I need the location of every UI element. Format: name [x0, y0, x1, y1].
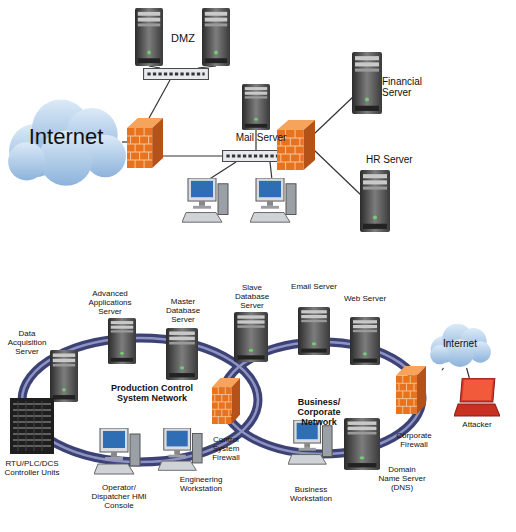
zone-label: DMZ [168, 32, 198, 44]
controller-node: RTU/PLC/DCS Controller Units [2, 398, 62, 490]
workstation-icon [158, 428, 204, 474]
workstation-icon-part [182, 178, 228, 222]
server-node: Domain Name Server (DNS) [342, 418, 426, 508]
network-wire [122, 66, 362, 196]
node-label: Email Server [290, 283, 338, 292]
node-label: Internet [428, 338, 492, 349]
server-node: HR Server [352, 152, 422, 234]
attacker-node: Attacker [450, 378, 504, 434]
network-wire-part [270, 162, 272, 180]
node-label: Slave Database Server [226, 284, 278, 310]
network-switch [144, 69, 288, 162]
rack-shape [10, 398, 54, 454]
firewall-icon [396, 366, 426, 414]
network-wire-part [148, 80, 170, 120]
tower-shape [344, 418, 380, 470]
tower-icon [242, 84, 270, 130]
tower-icon [360, 170, 390, 232]
server-node: Email Server [290, 283, 338, 357]
node-label: Domain Name Server (DNS) [378, 466, 426, 492]
node-label: Advanced Applications Server [78, 290, 142, 316]
firewall-icon-part [277, 120, 315, 170]
network-wire-part [149, 66, 160, 68]
tower-icon [50, 350, 78, 402]
firewall-icon [127, 118, 315, 170]
workstation-node: Engineering Workstation [158, 428, 230, 498]
workstation-shape [94, 428, 140, 474]
cloud-node: Internet [428, 320, 492, 368]
network-link [467, 368, 470, 378]
workstation-node: Operator/ Dispatcher HMI Console [90, 428, 148, 526]
network-wire-part [314, 96, 354, 134]
tower-shape [350, 317, 380, 365]
server-icon-part [135, 8, 163, 66]
tower-icon [166, 328, 198, 380]
server-node: Slave Database Server [226, 284, 278, 364]
network-label: Business/ Corporate Network [286, 398, 352, 428]
network-link [442, 368, 444, 370]
node-label: Corporate Firewall [386, 432, 442, 450]
node-label: Operator/ Dispatcher HMI Console [90, 484, 148, 510]
server-node: Advanced Applications Server [78, 290, 142, 364]
firewall-node: Control System Firewall [203, 378, 249, 470]
node-label: Internet [4, 125, 128, 149]
tower-icon [350, 317, 380, 365]
network-wire-part [198, 66, 216, 68]
tower-icon [234, 312, 268, 362]
node-label: Financial Server [382, 76, 432, 98]
server-icon-part [202, 8, 230, 66]
rack-icon [10, 398, 54, 454]
cloud-node: Internet [4, 92, 128, 188]
tower-shape [108, 318, 136, 364]
network-wire-part [314, 150, 362, 196]
server-icon [135, 8, 230, 66]
network-switch-part [144, 69, 209, 80]
tower-shape [352, 52, 382, 114]
tower-shape [166, 328, 198, 380]
workstation-icon-part [250, 178, 296, 222]
node-label: Attacker [450, 421, 504, 430]
tower-shape [360, 170, 390, 232]
firewall-node: Corporate Firewall [386, 366, 442, 456]
firewall-shape [396, 366, 426, 414]
laptop-shape [454, 378, 500, 416]
tower-icon [298, 307, 330, 355]
network-wire-part [208, 162, 236, 180]
node-label: Engineering Workstation [172, 476, 230, 494]
node-label: RTU/PLC/DCS Controller Units [2, 460, 62, 478]
network-wire-part [162, 155, 222, 156]
firewall-icon-part [127, 118, 163, 168]
node-label: Data Acquisition Server [2, 330, 52, 356]
network-label: Production Control System Network [110, 384, 194, 404]
tower-shape [50, 350, 78, 402]
server-node: Mail Server [226, 84, 296, 146]
node-label: Web Server [342, 295, 388, 304]
tower-icon [108, 318, 136, 364]
laptop-icon [454, 378, 500, 418]
workstation-shape [158, 428, 202, 470]
node-label: Business Workstation [282, 486, 340, 504]
node-label: Mail Server [226, 132, 296, 143]
tower-shape [242, 84, 270, 130]
server-node: Financial Server [350, 52, 432, 118]
node-label: Control System Firewall [203, 436, 249, 462]
tower-shape [298, 307, 330, 355]
node-label: HR Server [366, 154, 422, 165]
firewall-shape [212, 378, 240, 424]
workstation-icon [94, 428, 142, 478]
server-node: Web Server [342, 295, 388, 367]
workstation-icon [288, 420, 334, 468]
server-node: Data Acquisition Server [2, 330, 80, 404]
tower-icon [344, 418, 380, 470]
tower-icon [352, 52, 382, 114]
node-label: Master Database Server [156, 298, 210, 324]
firewall-icon [212, 378, 240, 424]
tower-shape [234, 312, 268, 362]
workstation-node: Business Workstation [282, 420, 340, 508]
workstation-icon [182, 178, 296, 222]
server-node: Master Database Server [156, 298, 210, 382]
